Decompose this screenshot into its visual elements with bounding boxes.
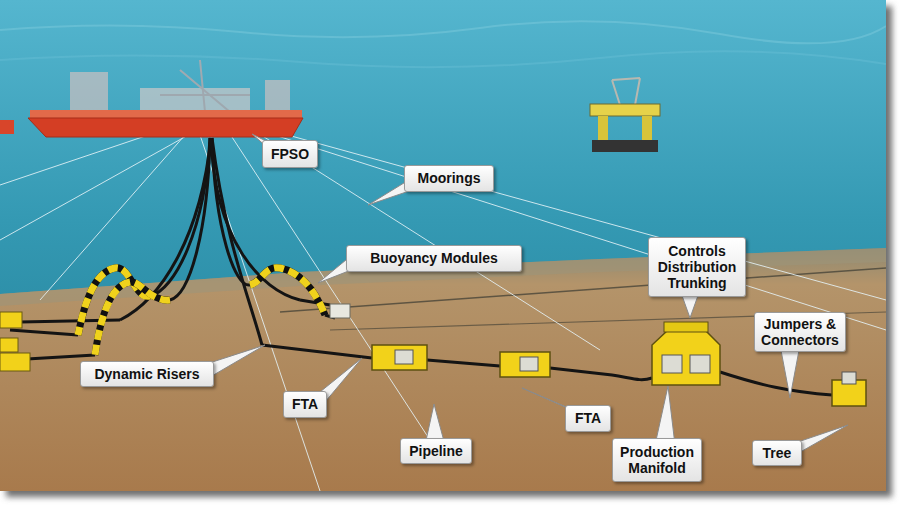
surface-ripple bbox=[0, 51, 886, 67]
seabed bbox=[0, 248, 886, 491]
platform-column bbox=[598, 116, 608, 142]
riser bbox=[170, 138, 210, 300]
pipeline bbox=[550, 368, 652, 380]
callout-text: FPSO bbox=[271, 146, 309, 162]
subsea-structure bbox=[330, 304, 350, 318]
callout-box: Jumpers & Connectors bbox=[754, 312, 846, 352]
superstructure bbox=[265, 80, 290, 112]
fta-module bbox=[520, 357, 538, 371]
subsea-structure bbox=[0, 312, 22, 328]
buoyancy-module bbox=[95, 282, 170, 355]
flowline bbox=[10, 330, 78, 335]
fta-module bbox=[395, 350, 413, 364]
callout-box: FTA bbox=[283, 391, 327, 418]
manifold-frame bbox=[652, 330, 720, 385]
tree-valve bbox=[842, 372, 856, 384]
manifold-roof bbox=[664, 322, 708, 332]
callout-text: FTA bbox=[292, 396, 318, 412]
fta-frame bbox=[500, 352, 550, 377]
callout-pointer bbox=[780, 345, 800, 398]
sea-water bbox=[0, 0, 886, 491]
process-deck bbox=[140, 88, 250, 112]
callout-text: Dynamic Risers bbox=[94, 366, 199, 382]
subsea-structure bbox=[0, 338, 18, 352]
mooring-line bbox=[200, 135, 320, 491]
callout-text: FTA bbox=[575, 410, 601, 426]
buoyancy-section bbox=[78, 268, 150, 335]
fta-frame bbox=[372, 345, 427, 370]
callout-text: Controls Distribution Trunking bbox=[653, 243, 741, 291]
riser bbox=[120, 138, 211, 320]
superstructure bbox=[70, 72, 108, 114]
manifold-module bbox=[690, 355, 710, 373]
callout-text: Production Manifold bbox=[617, 444, 697, 476]
pipeline bbox=[427, 360, 500, 366]
buoyancy-module bbox=[250, 268, 325, 315]
callout-box: Pipeline bbox=[400, 438, 472, 464]
callout-text: Moorings bbox=[418, 170, 481, 186]
manifold-module bbox=[662, 355, 682, 373]
buoyancy-section bbox=[95, 282, 170, 355]
mooring-line bbox=[0, 134, 190, 240]
mooring-line bbox=[250, 128, 600, 350]
callout-text: Pipeline bbox=[409, 443, 463, 459]
mooring-line bbox=[255, 126, 886, 300]
callout-box: FPSO bbox=[262, 140, 318, 168]
callout-box: Buoyancy Modules bbox=[346, 245, 522, 272]
callout-text: Jumpers & Connectors bbox=[759, 316, 841, 348]
callout-text: Buoyancy Modules bbox=[370, 250, 498, 266]
platform-column bbox=[642, 116, 652, 142]
platform-deck bbox=[590, 104, 660, 116]
callout-box: FTA bbox=[565, 405, 611, 432]
riser bbox=[150, 138, 210, 296]
platform-pontoon bbox=[592, 140, 658, 152]
vessel-hull bbox=[28, 118, 303, 137]
jumper bbox=[720, 372, 832, 395]
buoyancy-module bbox=[78, 268, 150, 335]
mooring-line bbox=[240, 124, 886, 330]
buoyancy-section bbox=[250, 268, 325, 315]
callout-text: Tree bbox=[763, 445, 792, 461]
subsea-structure bbox=[0, 353, 30, 371]
riser bbox=[212, 138, 250, 285]
riser bbox=[212, 138, 262, 345]
callout-pointer bbox=[655, 386, 675, 445]
pipeline bbox=[262, 345, 372, 358]
callout-box: Moorings bbox=[404, 165, 494, 192]
derrick bbox=[160, 60, 250, 112]
mooring-line bbox=[230, 134, 430, 440]
vessel-hull bbox=[0, 120, 14, 134]
callout-box: Controls Distribution Trunking bbox=[648, 237, 746, 297]
callout-box: Dynamic Risers bbox=[80, 361, 214, 387]
callout-box: Production Manifold bbox=[612, 438, 702, 482]
callout-box: Tree bbox=[752, 440, 802, 466]
derrick bbox=[612, 78, 640, 105]
surface-ripple bbox=[0, 21, 886, 43]
mooring-line bbox=[40, 135, 185, 300]
